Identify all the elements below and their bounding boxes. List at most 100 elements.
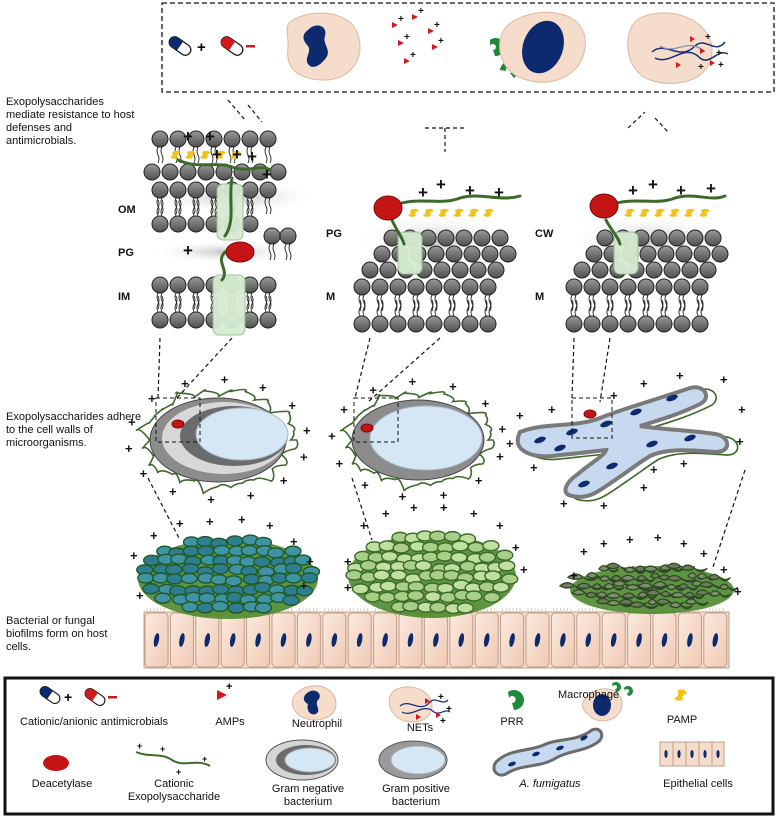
biofilm-cell [424, 590, 442, 603]
nucleus [534, 436, 546, 444]
positive-charge: + [494, 183, 504, 202]
zoom-line [157, 337, 161, 399]
positive-charge: + [700, 546, 708, 561]
lipid-tail [156, 295, 160, 313]
lipid-head [205, 130, 223, 148]
positive-charge: + [640, 376, 648, 391]
lipid-head [639, 245, 657, 263]
lipid-tail [696, 294, 700, 312]
positive-charge: + [130, 548, 138, 563]
zoom-box [353, 397, 399, 443]
lipid-tail [624, 294, 628, 312]
a-fumigatus-hyphae: +++++++++++++++ [506, 368, 746, 513]
lipid-tail [178, 199, 182, 217]
lipid-head [479, 315, 497, 333]
biofilm-cell [165, 563, 183, 576]
pamp-icon [624, 208, 635, 217]
lipid-tail [264, 295, 268, 313]
lipid-tail [160, 146, 164, 164]
cytoplasm [195, 407, 289, 461]
label-gramneg-om: OM [118, 204, 136, 216]
lipid-tail [398, 299, 402, 317]
epithelial-nucleus [433, 633, 439, 647]
legend-nets: NETs [406, 722, 434, 734]
lipid-head [373, 245, 391, 263]
lipid-tail [196, 292, 200, 310]
lipid-tail [156, 146, 160, 164]
biofilm-cell [351, 583, 370, 595]
lipid-head [259, 181, 277, 199]
lipid-head [371, 278, 389, 296]
lipid-tail [272, 243, 276, 261]
gram-negative-membrane: +++++++ [143, 127, 320, 336]
lipid-tail [660, 294, 664, 312]
lipid-head [479, 278, 497, 296]
fungal-hypha-segment [585, 572, 609, 580]
lipid-head [645, 261, 663, 279]
biofilm-cell [211, 600, 229, 613]
epithelial-nucleus [509, 633, 515, 647]
legend-macrophage: Macrophage [558, 689, 620, 701]
lipid-tail [412, 294, 416, 312]
lipid-tail [452, 294, 456, 312]
biofilm-cell [389, 569, 408, 581]
lipid-head [187, 311, 205, 329]
lipid-tail [664, 299, 668, 317]
positive-charge: + [738, 402, 746, 417]
lipid-head [693, 245, 711, 263]
lipid-tail [398, 294, 402, 312]
biofilm-cell [372, 569, 391, 581]
biofilm-cell [465, 590, 483, 602]
lipid-head [596, 229, 614, 247]
lipid-head [433, 261, 451, 279]
lipid-tail [628, 299, 632, 317]
positive-charge: + [361, 478, 369, 493]
lipid-tail [196, 199, 200, 217]
lipid-head [151, 276, 169, 294]
legend-exopolysaccharide: Cationic Exopolysaccharide [127, 778, 221, 803]
lipid-tail [642, 294, 646, 312]
lipid-tail [470, 299, 474, 317]
lipid-tail [246, 146, 250, 164]
biofilm-cell [428, 530, 447, 542]
deacetylase-icon [373, 195, 403, 221]
positive-charge: + [207, 492, 215, 507]
lipid-head [711, 245, 729, 263]
lipid-head [425, 278, 443, 296]
lipid-tail [660, 299, 664, 317]
legend-pamp: PAMP [666, 714, 698, 726]
epithelial-nucleus [483, 633, 490, 647]
nucleus [630, 408, 642, 416]
positive-charge: + [734, 584, 742, 599]
biofilm-caption: Bacterial or fungal biofilms form on hos… [6, 615, 108, 653]
positive-charge: + [530, 460, 538, 475]
fungal-hypha-segment [665, 574, 697, 583]
biofilm-cell [345, 569, 363, 581]
zoom-line [571, 337, 575, 399]
legend-box: + + +++ [3, 676, 775, 816]
biofilm-cell [498, 560, 516, 572]
lipid-head [445, 245, 463, 263]
positive-charge: + [600, 498, 608, 513]
legend-gram-positive: Gram positive bacterium [382, 783, 450, 808]
lipid-head [223, 130, 241, 148]
lipid-tail [160, 197, 164, 215]
lipid-tail [380, 299, 384, 317]
lipid-head [379, 261, 397, 279]
biofilm-cell [137, 572, 155, 584]
epithelial-nucleus [280, 633, 287, 647]
pamp-icon [408, 208, 419, 217]
positive-charge: + [628, 181, 638, 200]
pamp-icon [483, 208, 494, 217]
lipid-head [691, 278, 709, 296]
lipid-head [187, 276, 205, 294]
neutrophil-icon [286, 12, 361, 81]
biofilm-cell [242, 573, 261, 585]
lipid-head [673, 278, 691, 296]
zoom-line [367, 337, 441, 403]
lipid-head [686, 229, 704, 247]
lipid-head [583, 278, 601, 296]
biofilm-cell [212, 544, 231, 557]
lipid-tail [250, 199, 254, 217]
zoom-line [354, 337, 371, 399]
